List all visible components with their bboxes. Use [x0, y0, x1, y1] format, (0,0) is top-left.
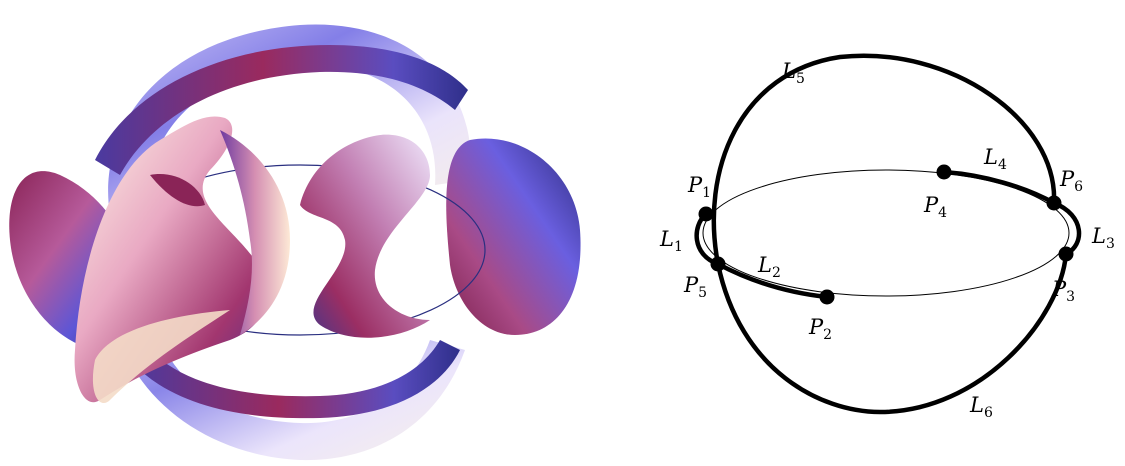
lower-horn-tip: [92, 310, 230, 404]
label-P6: P6: [1059, 167, 1083, 195]
left-horn: [74, 116, 267, 403]
thin-ellipse: [702, 169, 1070, 297]
configuration-diagram: P1 P2 P3 P4 P5 P6 L1 L2 L3 L4 L5 L6: [659, 53, 1115, 421]
point-P6: [1046, 195, 1062, 211]
point-P3: [1058, 246, 1074, 262]
outer-band-lower: [110, 300, 465, 461]
twisted-ribbon-bottom: [130, 340, 460, 419]
curve-L4: [943, 169, 1056, 205]
label-P1: P1: [687, 173, 711, 201]
label-P4: P4: [923, 193, 947, 221]
label-L1: L1: [659, 227, 683, 255]
point-P2: [819, 289, 835, 305]
point-P4: [936, 164, 952, 180]
label-L5: L5: [781, 59, 805, 87]
left-horn-fold: [150, 174, 205, 207]
point-P1: [698, 206, 714, 222]
label-L4: L4: [983, 145, 1007, 173]
label-P2: P2: [808, 315, 832, 343]
label-L2: L2: [757, 253, 781, 281]
label-P3: P3: [1051, 277, 1075, 305]
label-L3: L3: [1091, 224, 1115, 252]
twisted-ribbon-top: [95, 45, 468, 175]
curve-L2: [716, 262, 828, 300]
surface-3d-render: [9, 24, 581, 461]
right-lobe: [446, 138, 581, 335]
curve-L6: [715, 253, 1069, 415]
central-cone: [220, 130, 290, 335]
right-horn: [300, 134, 430, 338]
label-P5: P5: [683, 273, 707, 301]
label-L6: L6: [969, 393, 993, 421]
curve-L5: [711, 53, 1057, 265]
point-P5: [710, 256, 726, 272]
